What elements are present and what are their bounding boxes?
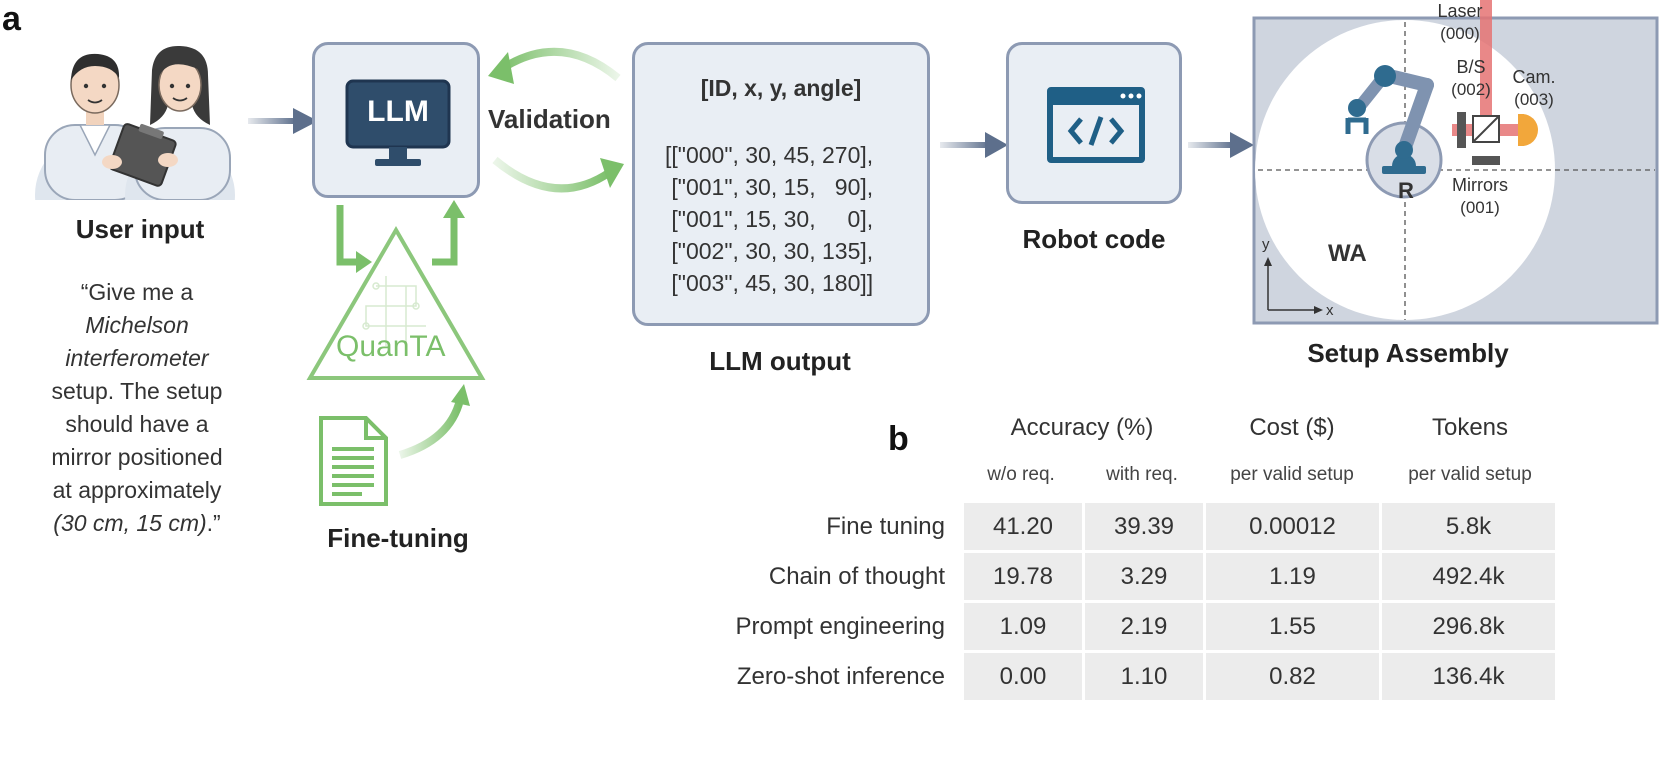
output-line-4: ["002", 30, 30, 135],	[665, 238, 874, 264]
llm-screen-label: LLM	[367, 95, 429, 128]
laser-label: Laser (000)	[1420, 0, 1500, 45]
robot-letter: R	[1398, 178, 1414, 203]
quote-line-4: setup. The setup	[51, 378, 223, 404]
output-line-5: ["003", 45, 30, 180]]	[665, 270, 874, 296]
table-cell: 19.78	[964, 553, 1082, 600]
quote-line-8: (30 cm, 15 cm)	[53, 510, 207, 536]
output-line-3: ["001", 15, 30, 0],	[665, 206, 874, 232]
flow-arrow-output-robot	[940, 132, 1008, 158]
table-sub-wo-req: w/o req.	[987, 464, 1055, 485]
llm-output-caption: LLM output	[709, 346, 851, 376]
row-label: Zero-shot inference	[736, 662, 945, 690]
table-cell: 1.10	[1085, 653, 1203, 700]
flow-arrow-robot-setup	[1188, 132, 1254, 158]
table-cell: 0.82	[1206, 653, 1379, 700]
row-label: Chain of thought	[768, 562, 945, 590]
laser-id: (000)	[1440, 24, 1480, 43]
validation-arrow-forward	[492, 156, 613, 193]
table-sub-tokens: per valid setup	[1408, 464, 1532, 485]
results-table: Fine tuning 41.20 39.39 0.00012 5.8k Cha…	[672, 500, 1558, 703]
cam-name: Cam.	[1512, 67, 1556, 87]
mirrors-label: Mirrors (001)	[1440, 174, 1520, 219]
validation-arrowhead-forward	[600, 158, 624, 188]
panel-label-a: a	[2, 0, 21, 38]
validation-arrow-back	[497, 47, 621, 82]
table-cell: 1.55	[1206, 603, 1379, 650]
quanta-to-llm-arrow	[432, 215, 458, 266]
table-row: Prompt engineering 1.09 2.19 1.55 296.8k	[675, 603, 1555, 650]
table-row: Fine tuning 41.20 39.39 0.00012 5.8k	[675, 503, 1555, 550]
output-line-2: ["001", 30, 15, 90],	[665, 174, 874, 200]
row-label: Prompt engineering	[735, 612, 945, 640]
users-illustration	[35, 45, 235, 200]
quanta-label: QuanTA	[336, 330, 446, 363]
workspace-label: WA	[1328, 240, 1367, 267]
mirrors-id: (001)	[1460, 198, 1500, 217]
axis-x-label: x	[1326, 302, 1334, 319]
panel-label-b: b	[888, 420, 909, 458]
monitor-icon	[345, 79, 451, 166]
output-code: [["000", 30, 45, 270], ["001", 30, 15, 9…	[665, 139, 873, 299]
table-sub-cost: per valid setup	[1230, 464, 1354, 485]
table-cell: 0.00	[964, 653, 1082, 700]
quote-line-6: mirror positioned	[51, 444, 223, 470]
table-cell: 1.09	[964, 603, 1082, 650]
table-cell: 1.19	[1206, 553, 1379, 600]
bs-label: B/S (002)	[1441, 56, 1501, 101]
user-input-caption: User input	[75, 214, 205, 244]
llm-output-box: [ID, x, y, angle] [["000", 30, 45, 270],…	[632, 42, 930, 326]
quote-line-7: at approximately	[52, 477, 222, 503]
finetune-arrow	[398, 398, 464, 459]
finetune-caption: Fine-tuning	[327, 523, 469, 553]
table-cell: 41.20	[964, 503, 1082, 550]
row-label: Fine tuning	[826, 512, 945, 540]
robot-code-box	[1006, 42, 1182, 204]
table-cell: 296.8k	[1382, 603, 1555, 650]
bs-name: B/S	[1456, 57, 1486, 77]
mirrors-name: Mirrors	[1452, 175, 1508, 195]
code-window-icon	[1047, 87, 1145, 163]
cam-id: (003)	[1514, 90, 1554, 109]
document-icon	[319, 416, 388, 506]
table-cell: 39.39	[1085, 503, 1203, 550]
table-sub-with-req: with req.	[1106, 464, 1178, 485]
llm-box: LLM	[312, 42, 480, 198]
table-header-cost: Cost ($)	[1249, 414, 1335, 441]
validation-label: Validation	[488, 104, 611, 134]
table-cell: 3.29	[1085, 553, 1203, 600]
setup-assembly-diagram	[1252, 0, 1659, 325]
llm-to-quanta-arrow	[336, 205, 360, 266]
table-cell: 136.4k	[1382, 653, 1555, 700]
bs-id: (002)	[1451, 80, 1491, 99]
table-cell: 0.00012	[1206, 503, 1379, 550]
quote-line-2: Michelson	[85, 312, 189, 338]
output-line-1: [["000", 30, 45, 270],	[665, 142, 874, 168]
flow-arrow-user-llm	[248, 108, 318, 134]
table-cell: 2.19	[1085, 603, 1203, 650]
table-row: Zero-shot inference 0.00 1.10 0.82 136.4…	[675, 653, 1555, 700]
user-quote: “Give me a Michelson interferometer setu…	[17, 276, 257, 540]
quote-line-5: should have a	[65, 411, 209, 437]
setup-assembly-caption: Setup Assembly	[1307, 338, 1509, 368]
axis-y-label: y	[1262, 236, 1270, 253]
laser-name: Laser	[1437, 1, 1483, 21]
table-header-tokens: Tokens	[1431, 414, 1509, 441]
table-header-accuracy: Accuracy (%)	[1010, 414, 1154, 441]
table-cell: 5.8k	[1382, 503, 1555, 550]
quote-line-8-end: .”	[206, 510, 221, 536]
validation-arrowhead-back	[488, 52, 514, 84]
quanta-triangle	[306, 226, 486, 380]
robot-code-caption: Robot code	[1022, 224, 1166, 254]
quote-line-3: interferometer	[65, 345, 209, 371]
table-row: Chain of thought 19.78 3.29 1.19 492.4k	[675, 553, 1555, 600]
cam-label: Cam. (003)	[1504, 66, 1564, 111]
output-header: [ID, x, y, angle]	[700, 75, 862, 101]
table-cell: 492.4k	[1382, 553, 1555, 600]
quote-line-1: “Give me a	[80, 279, 194, 305]
